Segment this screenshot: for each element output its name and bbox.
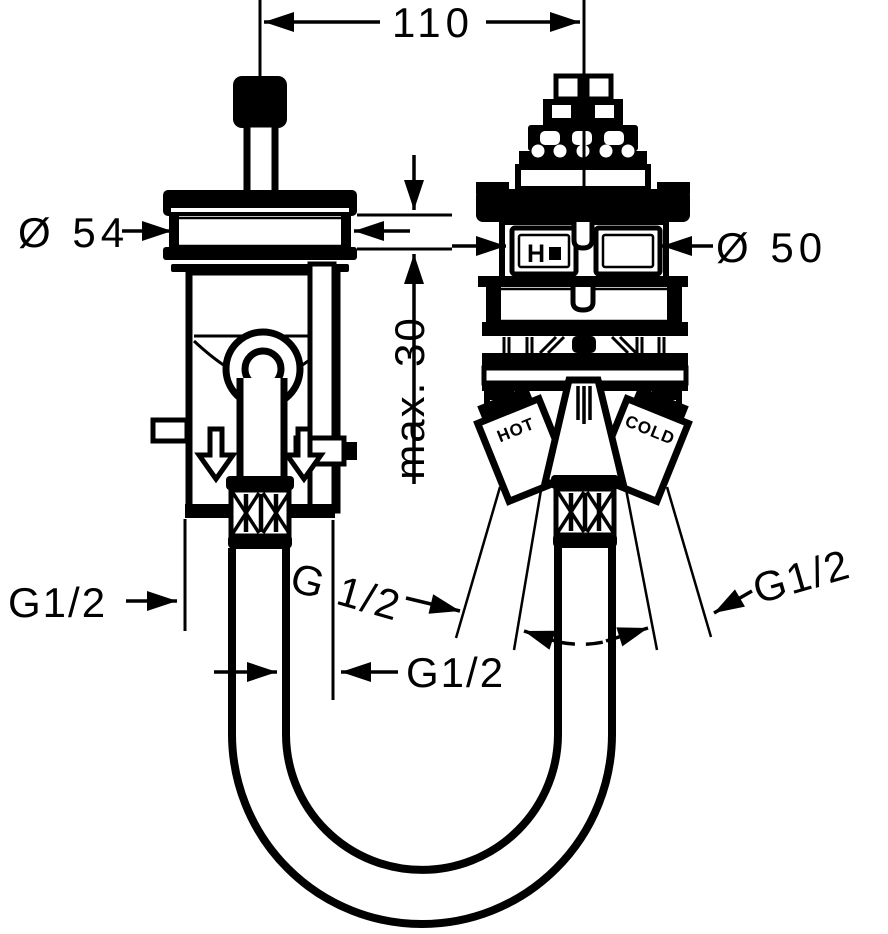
center-outlet: [540, 376, 628, 487]
thread-label-right: G1/2: [748, 540, 856, 612]
internal-riser: [222, 328, 304, 478]
thread-label-bottom: G1/2: [406, 649, 505, 696]
thread-label-left: G1/2: [8, 579, 107, 626]
dim-dia54: Ø 54: [18, 209, 129, 256]
braided-connector-center: [551, 475, 619, 548]
side-supply-tube: [307, 261, 337, 443]
side-tab: [150, 417, 190, 444]
thread-label-mid: G 1/2: [286, 553, 407, 629]
dim-max30: max. 30: [386, 316, 433, 479]
dim-110: 110: [392, 0, 474, 46]
swivel-range-dimension: [523, 626, 649, 650]
window-band: H: [499, 219, 669, 282]
dim-dia50: Ø 50: [716, 224, 827, 271]
spout-body: [150, 76, 357, 549]
thread-band: [488, 335, 678, 355]
handle-pin-stem: [243, 120, 279, 198]
flow-arrows: [194, 426, 326, 484]
handle-pin-cap: [233, 76, 287, 128]
dimension-annotations: 110 Ø 54 max. 30 Ø 50 G1/2 G 1/2 G1/2 G1…: [8, 0, 856, 700]
braided-connector-left: [226, 476, 294, 549]
lower-flange: [163, 247, 357, 260]
u-connection-hose: [228, 546, 616, 928]
top-flange: [163, 190, 357, 216]
phantom-swivel-lines: [454, 483, 713, 651]
cartridge-mark: H: [527, 240, 545, 268]
mounting-flange: [476, 189, 690, 222]
valve-cartridge-body: H: [473, 73, 693, 548]
